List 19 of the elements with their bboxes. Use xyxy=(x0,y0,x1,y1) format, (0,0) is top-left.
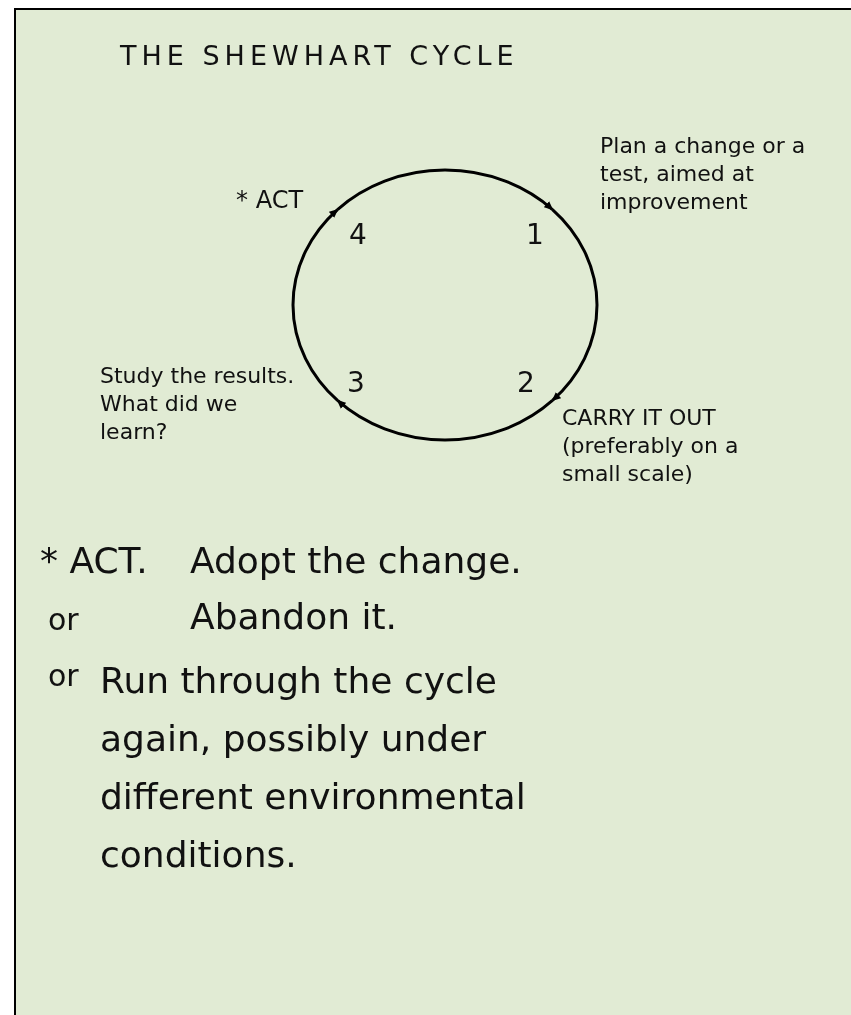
title: THE SHEWHART CYCLE xyxy=(120,40,519,71)
note-text: Adopt the change. xyxy=(190,540,522,581)
cycle-arrow xyxy=(551,208,599,402)
note-text: or xyxy=(48,658,79,693)
cycle-arrow xyxy=(336,168,554,211)
note-text: or xyxy=(48,602,79,637)
note-text: * ACT. xyxy=(40,540,148,581)
stage-description: CARRY IT OUT (preferably on a small scale) xyxy=(562,404,740,488)
stage-description: Plan a change or a test, aimed at improvement xyxy=(600,132,807,216)
note-text: Abandon it. xyxy=(190,596,398,637)
stage-number: 2 xyxy=(500,362,552,402)
stage-description: * ACT xyxy=(236,186,305,214)
stage-description: Study the results. What did we learn? xyxy=(100,362,296,446)
cycle-arrow xyxy=(336,399,554,442)
stage-number: 3 xyxy=(338,362,374,402)
cycle-arrow xyxy=(291,208,339,402)
stage-number: 4 xyxy=(338,212,378,256)
note-text: Run through the cycle again, possibly under different environmental conditions. xyxy=(100,659,527,877)
stage-number: 1 xyxy=(518,212,552,256)
